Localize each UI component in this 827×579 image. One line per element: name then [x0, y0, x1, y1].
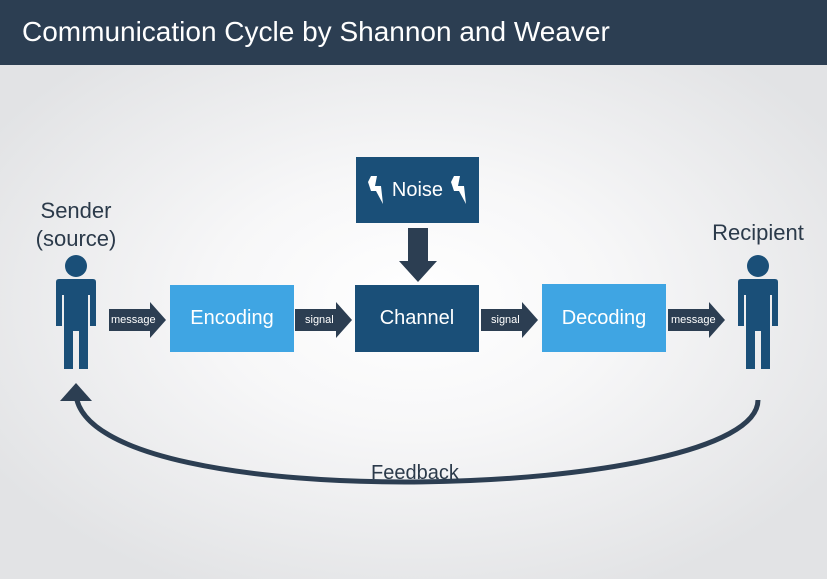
decoding-label: Decoding	[561, 306, 647, 329]
sender-label-line2: (source)	[35, 226, 117, 251]
arrow-message-2-icon	[668, 302, 725, 338]
title-bar: Communication Cycle by Shannon and Weave…	[0, 0, 827, 65]
arrow-label-message-2: message	[671, 314, 716, 326]
page-title: Communication Cycle by Shannon and Weave…	[22, 16, 610, 47]
arrow-label-message-1: message	[111, 314, 156, 326]
feedback-curve	[73, 394, 761, 485]
lightning-icon	[367, 176, 383, 204]
arrow-message-1-icon	[109, 302, 166, 338]
arrow-down-icon	[399, 228, 437, 282]
noise-label: Noise	[391, 178, 444, 201]
sender-person-icon	[56, 255, 96, 369]
recipient-label: Recipient	[712, 220, 804, 245]
encoding-label: Encoding	[190, 307, 274, 329]
feedback-arrowhead-icon	[60, 383, 92, 401]
recipient-person-icon	[738, 255, 778, 369]
encoding-box: Encoding	[170, 285, 294, 352]
arrow-signal-2-icon	[481, 302, 538, 338]
decoding-box: Decoding	[542, 284, 666, 352]
arrow-signal-1-icon	[295, 302, 352, 338]
lightning-icon	[451, 176, 467, 204]
sender-label-line1: Sender	[40, 198, 112, 223]
noise-box: Noise	[356, 157, 479, 223]
feedback-label: Feedback	[371, 462, 459, 484]
arrow-label-signal-1: signal	[305, 314, 334, 326]
channel-label: Channel	[379, 307, 455, 329]
arrow-label-signal-2: signal	[491, 314, 520, 326]
channel-box: Channel	[355, 285, 479, 352]
sender-label: Sender (source)	[16, 197, 136, 253]
